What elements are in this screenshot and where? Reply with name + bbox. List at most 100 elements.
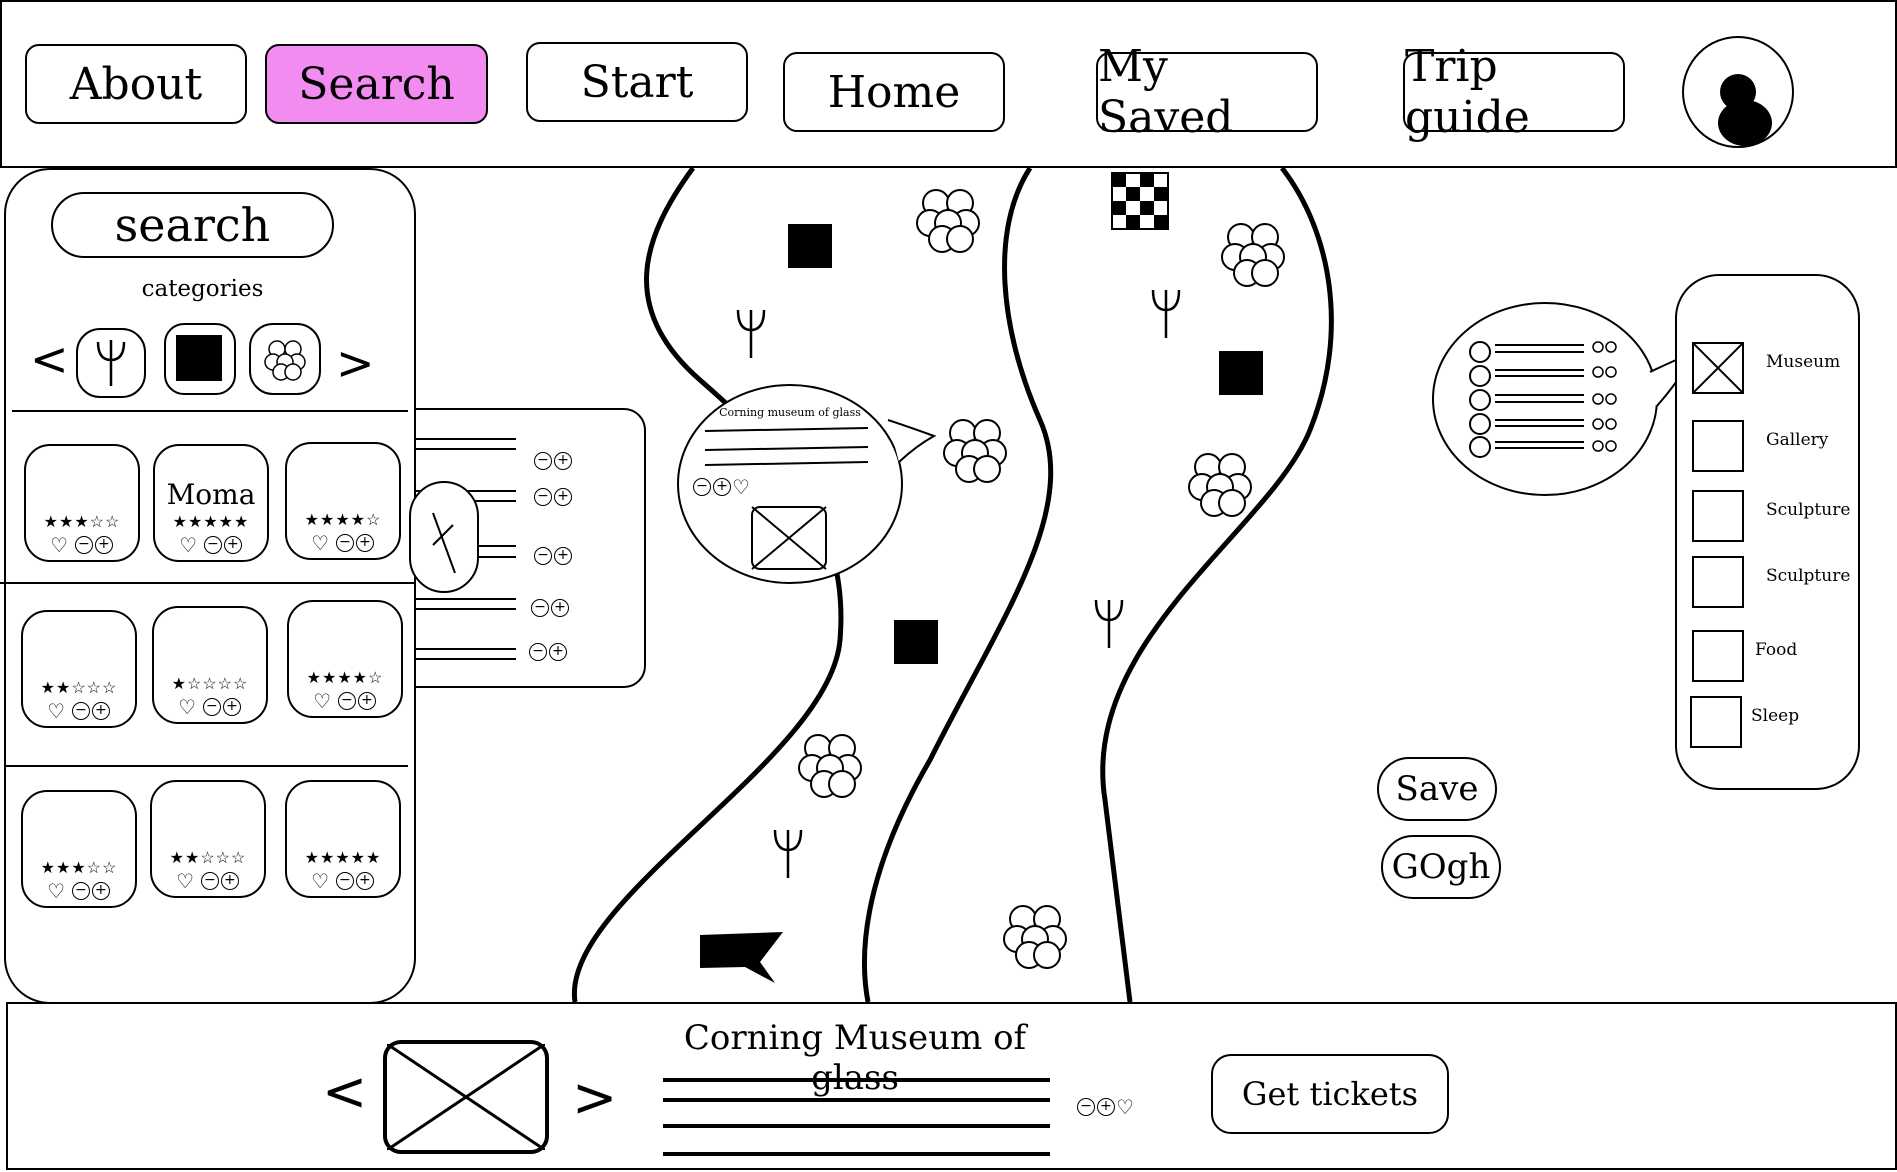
result-card[interactable]: ★★★★☆♡ −+ [287, 600, 403, 718]
minus-icon[interactable]: − [335, 872, 354, 890]
go-button[interactable]: GOgh [1381, 835, 1501, 899]
result-card[interactable]: ★★★☆☆♡ −+ [24, 444, 140, 562]
expanded-list-actions[interactable]: −+ [533, 432, 573, 488]
about-button[interactable]: About [25, 44, 247, 124]
map-popup-actions[interactable]: −+♡ [692, 474, 750, 499]
plus-icon[interactable]: + [223, 536, 242, 554]
search-input[interactable]: search [51, 192, 334, 258]
star-rating: ★★★★☆ [304, 510, 382, 529]
card-actions[interactable]: ♡ −+ [289, 689, 401, 713]
user-avatar-button[interactable] [1682, 36, 1794, 148]
minus-icon[interactable]: − [534, 451, 552, 470]
museum-marker-icon[interactable] [894, 620, 938, 664]
heart-icon[interactable]: ♡ [179, 533, 198, 557]
plus-icon[interactable]: + [551, 598, 569, 617]
footer-actions[interactable]: −+♡ [1076, 1094, 1134, 1119]
home-button[interactable]: Home [783, 52, 1005, 132]
result-card[interactable]: ★★★☆☆♡ −+ [21, 790, 137, 908]
minus-icon[interactable]: − [529, 642, 547, 661]
minus-icon[interactable]: − [202, 698, 221, 716]
footer-prev-arrow[interactable]: < [322, 1060, 368, 1123]
category-museum[interactable] [164, 323, 236, 395]
categories-next-arrow[interactable]: > [336, 336, 375, 390]
card-actions[interactable]: ♡ −+ [23, 879, 135, 903]
category-food[interactable] [76, 328, 146, 398]
card-actions[interactable]: ♡ −+ [155, 533, 267, 557]
card-actions[interactable]: ♡ −+ [287, 869, 399, 893]
plus-icon[interactable]: + [91, 702, 110, 720]
heart-icon[interactable]: ♡ [47, 699, 66, 723]
minus-icon[interactable]: − [335, 534, 354, 552]
heart-icon[interactable]: ♡ [311, 531, 330, 555]
plus-icon[interactable]: + [713, 477, 731, 496]
result-card[interactable]: ★★★★☆ ♡ −+ [285, 442, 401, 560]
category-sculpture[interactable] [249, 323, 321, 395]
minus-icon[interactable]: − [74, 536, 93, 554]
result-card[interactable]: ★☆☆☆☆♡ −+ [152, 606, 268, 724]
museum-marker-icon[interactable] [1219, 351, 1263, 395]
minus-icon[interactable]: − [337, 692, 356, 710]
minus-icon[interactable]: − [1077, 1097, 1095, 1116]
heart-icon[interactable]: ♡ [311, 869, 330, 893]
filter-label: Sculpture [1766, 566, 1851, 586]
flag-marker-icon[interactable] [700, 932, 783, 983]
food-marker-icon[interactable] [736, 289, 1181, 878]
filter-checkbox[interactable] [1692, 556, 1744, 608]
plus-icon[interactable]: + [355, 872, 374, 890]
card-actions[interactable]: ♡ −+ [23, 699, 135, 723]
my-saved-button[interactable]: My Saved [1096, 41, 1318, 143]
filter-checkbox[interactable] [1692, 490, 1744, 542]
heart-icon[interactable]: ♡ [47, 879, 66, 903]
minus-icon[interactable]: − [693, 477, 711, 496]
scroll-handle[interactable] [409, 481, 479, 593]
get-tickets-button[interactable]: Get tickets [1211, 1054, 1449, 1134]
plus-icon[interactable]: + [554, 546, 572, 565]
filter-checkbox[interactable] [1692, 630, 1744, 682]
card-actions[interactable]: ♡ −+ [154, 695, 266, 719]
map-popup[interactable] [677, 384, 937, 584]
plus-icon[interactable]: + [549, 642, 567, 661]
plus-icon[interactable]: + [554, 451, 572, 470]
card-actions[interactable]: ♡ −+ [26, 533, 138, 557]
heart-icon[interactable]: ♡ [178, 695, 197, 719]
heart-icon[interactable]: ♡ [176, 869, 195, 893]
minus-icon[interactable]: − [531, 598, 549, 617]
plus-icon[interactable]: + [91, 882, 110, 900]
save-button[interactable]: Save [1377, 757, 1497, 821]
minus-icon[interactable]: − [200, 872, 219, 890]
card-actions[interactable]: ♡ −+ [152, 869, 264, 893]
plus-icon[interactable]: + [94, 536, 113, 554]
sculpture-marker-icon[interactable] [798, 189, 1285, 969]
filter-checkbox[interactable] [1692, 420, 1744, 472]
filter-checkbox[interactable] [1690, 696, 1742, 748]
result-card[interactable]: ★★☆☆☆♡ −+ [21, 610, 137, 728]
filter-popup[interactable] [1432, 302, 1698, 496]
heart-icon[interactable]: ♡ [313, 689, 332, 713]
heart-icon[interactable]: ♡ [732, 474, 750, 499]
plus-icon[interactable]: + [554, 487, 572, 506]
heart-icon[interactable]: ♡ [1116, 1094, 1134, 1119]
plus-icon[interactable]: + [222, 698, 241, 716]
minus-icon[interactable]: − [71, 702, 90, 720]
result-card[interactable]: ★★★★★♡ −+ [285, 780, 401, 898]
plus-icon[interactable]: + [357, 692, 376, 710]
card-actions[interactable]: ♡ −+ [287, 531, 399, 555]
start-button[interactable]: Start [526, 42, 748, 122]
search-nav-button[interactable]: Search [265, 44, 488, 124]
plus-icon[interactable]: + [1097, 1097, 1115, 1116]
minus-icon[interactable]: − [534, 487, 552, 506]
gallery-marker-icon[interactable] [1111, 172, 1169, 230]
minus-icon[interactable]: − [534, 546, 552, 565]
filter-checkbox[interactable] [1692, 342, 1744, 394]
minus-icon[interactable]: − [203, 536, 222, 554]
result-card[interactable]: ★★☆☆☆♡ −+ [150, 780, 266, 898]
heart-icon[interactable]: ♡ [50, 533, 69, 557]
plus-icon[interactable]: + [355, 534, 374, 552]
footer-next-arrow[interactable]: > [572, 1066, 618, 1129]
minus-icon[interactable]: − [71, 882, 90, 900]
museum-marker-icon[interactable] [788, 224, 832, 268]
categories-prev-arrow[interactable]: < [30, 332, 69, 386]
result-card[interactable]: Moma★★★★★♡ −+ [153, 444, 269, 562]
plus-icon[interactable]: + [220, 872, 239, 890]
